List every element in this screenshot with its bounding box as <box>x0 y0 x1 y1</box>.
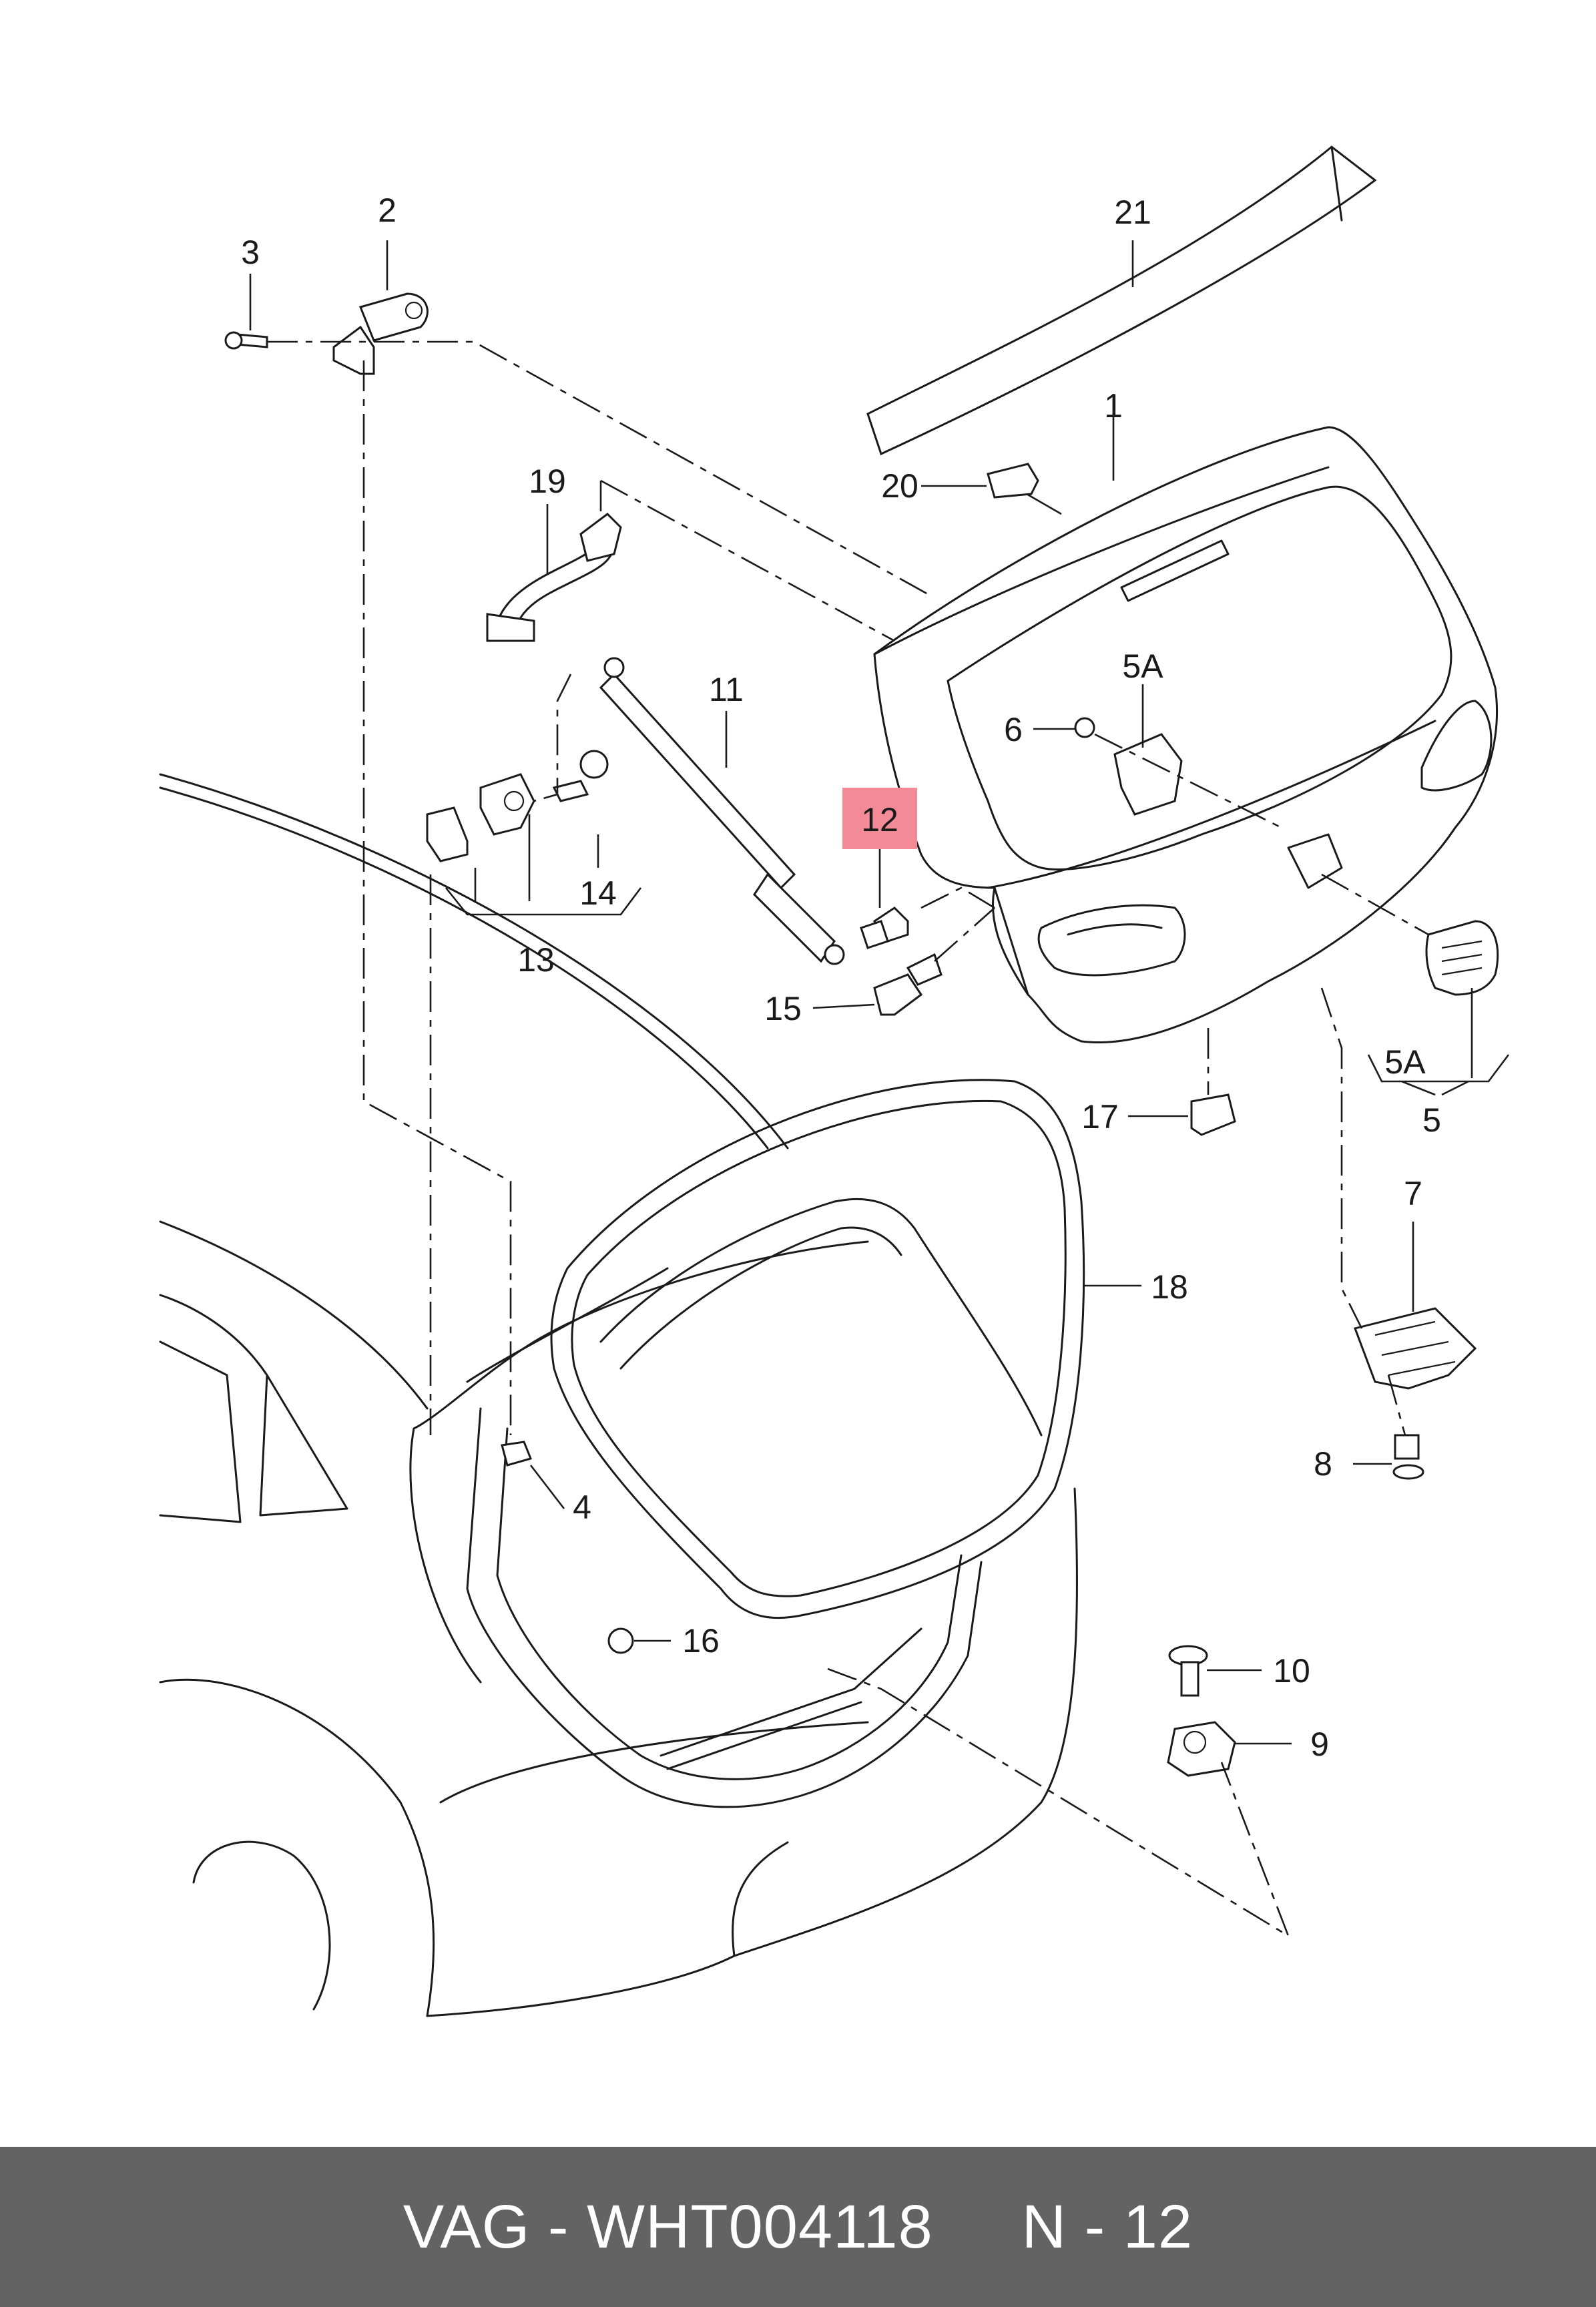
callout-7: 7 <box>1404 1175 1422 1212</box>
buffer-12 <box>860 907 909 949</box>
bolt-3 <box>224 331 268 350</box>
callout-4: 4 <box>573 1489 591 1526</box>
cable-guide-19 <box>486 513 622 642</box>
rubber-stop-17 <box>1190 1093 1236 1136</box>
tailgate-opening <box>466 1198 1043 1808</box>
hinge-2 <box>332 292 429 375</box>
emblem-5a <box>1425 920 1499 996</box>
nut-4 <box>501 1441 533 1467</box>
footer-part-number: VAG - WHT004118 N - 12 <box>403 2192 1193 2262</box>
clip-18 <box>987 463 1039 499</box>
callout-labels: 2 3 21 1 20 19 11 5A 6 12 14 13 15 17 5A… <box>241 192 1441 1763</box>
callout-leaders <box>249 240 1510 1745</box>
gas-strut-11 <box>599 657 845 965</box>
callout-5a-top: 5A <box>1122 648 1163 685</box>
assembly-lines <box>267 340 1429 1939</box>
footer-bar: VAG - WHT004118 N - 12 <box>0 2147 1596 2307</box>
callout-19: 19 <box>529 463 566 500</box>
car-body-outline <box>159 773 1078 2017</box>
callout-5a-bottom: 5A <box>1384 1043 1426 1081</box>
callout-15: 15 <box>764 990 802 1027</box>
tailgate-seal-20 <box>550 1079 1085 1619</box>
callout-9: 9 <box>1310 1726 1329 1763</box>
tailgate-1 <box>873 426 1498 1044</box>
callout-8: 8 <box>1314 1445 1332 1483</box>
footer-position-text: N - 12 <box>1021 2192 1193 2261</box>
callout-20: 18 <box>1151 1268 1188 1306</box>
callout-5: 5 <box>1422 1101 1441 1139</box>
callout-16: 16 <box>682 1622 720 1659</box>
callout-3: 3 <box>241 234 260 271</box>
callout-12-highlight <box>842 788 917 849</box>
callout-2: 2 <box>378 192 396 229</box>
callout-11: 11 <box>709 671 744 708</box>
nut-6 <box>1074 717 1095 738</box>
nut-9 <box>1167 1721 1236 1777</box>
switch-15 <box>873 953 943 1016</box>
bolt-14 <box>552 750 609 802</box>
callout-12: 12 <box>861 801 898 838</box>
callout-1: 1 <box>1104 387 1123 425</box>
callout-10: 10 <box>1273 1652 1310 1690</box>
callout-14: 14 <box>579 874 617 912</box>
callout-21: 21 <box>1114 194 1151 231</box>
bolt-8 <box>1392 1434 1424 1480</box>
plug-16 <box>607 1627 634 1654</box>
lock-7 <box>1354 1307 1477 1390</box>
spoiler-21 <box>866 146 1377 456</box>
exploded-parts-diagram: 2 3 21 1 20 19 11 5A 6 12 14 13 15 17 5A… <box>159 146 1510 2017</box>
screw-10 <box>1168 1645 1208 1697</box>
callout-18: 20 <box>881 467 918 505</box>
callout-13: 13 <box>517 941 555 979</box>
footer-part-text: VAG - WHT004118 <box>403 2192 933 2261</box>
callout-17: 17 <box>1081 1098 1119 1135</box>
bracket-13 <box>426 773 535 862</box>
bracket-5a <box>1113 733 1183 816</box>
callout-6: 6 <box>1004 711 1023 748</box>
